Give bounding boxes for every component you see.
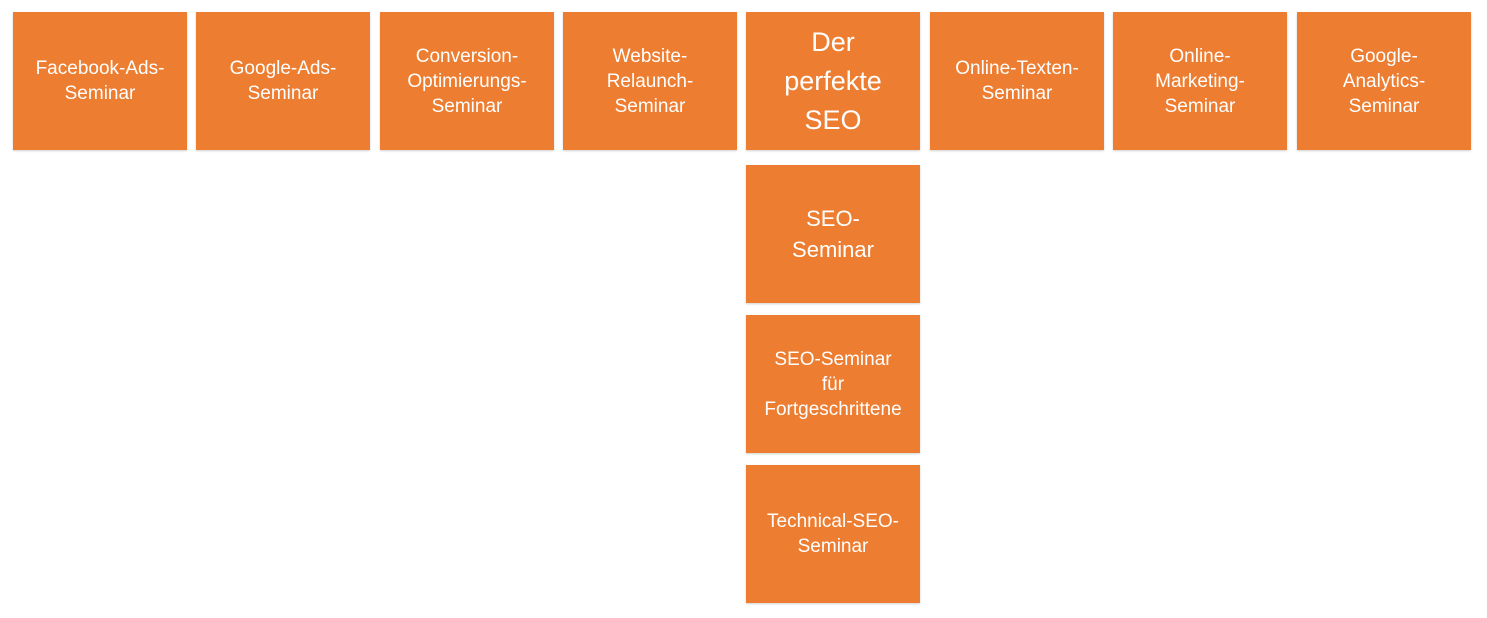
box-label: SEO- Seminar bbox=[792, 206, 874, 262]
box-label: Website- Relaunch- Seminar bbox=[606, 45, 694, 117]
box-label: Online- Marketing- Seminar bbox=[1155, 45, 1245, 117]
box-der-perfekte-seo: Der perfekte SEO bbox=[746, 12, 920, 150]
box-label: SEO-Seminar für Fortgeschrittene bbox=[764, 348, 902, 420]
box-label: Technical-SEO- Seminar bbox=[767, 511, 899, 557]
box-label: Google-Ads- Seminar bbox=[229, 58, 337, 104]
center-box-label: Der perfekte SEO bbox=[784, 26, 882, 135]
box-google-ads-seminar: Google-Ads- Seminar bbox=[196, 12, 370, 150]
box-label: Facebook-Ads- Seminar bbox=[35, 58, 165, 104]
box-label: Google- Analytics- Seminar bbox=[1342, 45, 1426, 117]
box-label: Conversion- Optimierungs- Seminar bbox=[407, 45, 527, 117]
box-website-relaunch-seminar: Website- Relaunch- Seminar bbox=[563, 12, 737, 150]
box-facebook-ads-seminar: Facebook-Ads- Seminar bbox=[13, 12, 187, 150]
box-technical-seo-seminar: Technical-SEO- Seminar bbox=[746, 465, 920, 603]
box-seo-seminar-fortgeschrittene: SEO-Seminar für Fortgeschrittene bbox=[746, 315, 920, 453]
box-conversion-optimierungs-seminar: Conversion- Optimierungs- Seminar bbox=[380, 12, 554, 150]
box-seo-seminar: SEO- Seminar bbox=[746, 165, 920, 303]
box-label: Online-Texten- Seminar bbox=[955, 58, 1079, 104]
box-online-marketing-seminar: Online- Marketing- Seminar bbox=[1113, 12, 1287, 150]
box-online-texten-seminar: Online-Texten- Seminar bbox=[930, 12, 1104, 150]
box-google-analytics-seminar: Google- Analytics- Seminar bbox=[1297, 12, 1471, 150]
